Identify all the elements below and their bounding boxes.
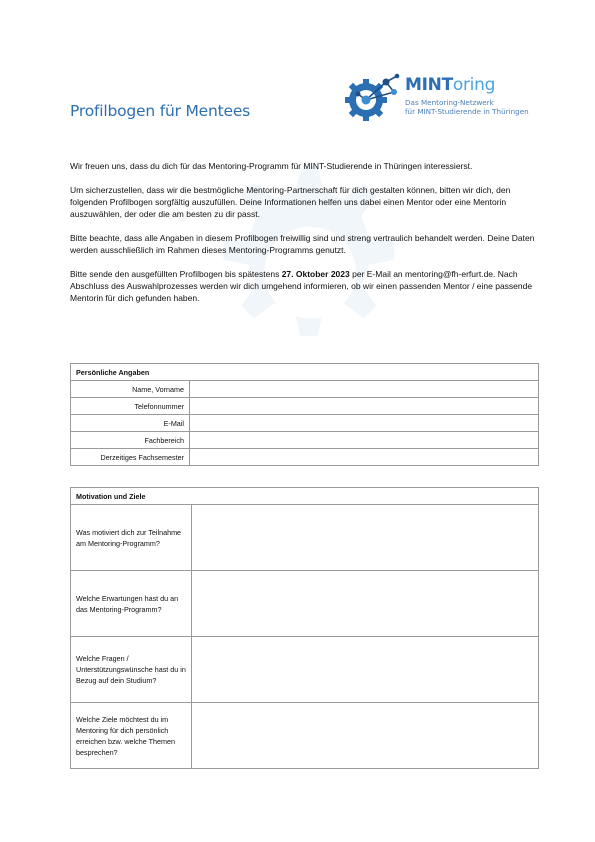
logo-tagline-2: für MINT-Studierende in Thüringen bbox=[405, 107, 529, 116]
questions-answer-field[interactable] bbox=[191, 636, 539, 703]
intro-p4-start: Bitte sende den ausgefüllten Profilbogen… bbox=[70, 269, 282, 279]
logo-name-light: oring bbox=[452, 75, 496, 95]
intro-p4-end: per E-Mail an mentoring@fh-erfurt.de. Na… bbox=[70, 269, 533, 303]
intro-paragraph-2: Um sicherzustellen, dass wir die bestmög… bbox=[70, 185, 511, 219]
table-row: Derzeitiges Fachsemester bbox=[70, 448, 539, 466]
motivation-question-label: Was motiviert dich zur Teilnahme am Ment… bbox=[70, 504, 192, 571]
logo: MINToring Das Mentoring-Netzwerk für MIN… bbox=[342, 70, 542, 128]
motivation-table: Motivation und Ziele Was motiviert dich … bbox=[70, 487, 539, 769]
semester-label: Derzeitiges Fachsemester bbox=[70, 448, 190, 466]
table-row: Name, Vorname bbox=[70, 380, 539, 398]
personal-info-heading: Persönliche Angaben bbox=[70, 363, 539, 381]
intro-paragraph-1: Wir freuen uns, dass du dich für das Men… bbox=[70, 161, 473, 171]
name-label: Name, Vorname bbox=[70, 380, 190, 398]
name-field[interactable] bbox=[189, 380, 539, 398]
table-row: Welche Fragen / Unterstützungswünsche ha… bbox=[70, 636, 539, 703]
questions-question-label: Welche Fragen / Unterstützungswünsche ha… bbox=[70, 636, 192, 703]
table-row: Telefonnummer bbox=[70, 397, 539, 415]
phone-label: Telefonnummer bbox=[70, 397, 190, 415]
table-row: Welche Ziele möchtest du im Mentoring fü… bbox=[70, 702, 539, 769]
table-row: Fachbereich bbox=[70, 431, 539, 449]
logo-name-strong: MINT bbox=[405, 75, 453, 95]
email-label: E-Mail bbox=[70, 414, 190, 432]
table-row: Was motiviert dich zur Teilnahme am Ment… bbox=[70, 504, 539, 571]
motivation-heading: Motivation und Ziele bbox=[70, 487, 539, 505]
intro-paragraph-4: Bitte sende den ausgefüllten Profilbogen… bbox=[70, 268, 540, 304]
watermark-gear-icon bbox=[223, 165, 395, 337]
page-title: Profilbogen für Mentees bbox=[70, 102, 251, 120]
goals-question-label: Welche Ziele möchtest du im Mentoring fü… bbox=[70, 702, 192, 769]
department-field[interactable] bbox=[189, 431, 539, 449]
gear-network-icon bbox=[345, 73, 400, 121]
table-row: Welche Erwartungen hast du an das Mentor… bbox=[70, 570, 539, 637]
goals-answer-field[interactable] bbox=[191, 702, 539, 769]
department-label: Fachbereich bbox=[70, 431, 190, 449]
personal-info-table: Persönliche Angaben Name, Vorname Telefo… bbox=[70, 363, 539, 466]
motivation-answer-field[interactable] bbox=[191, 504, 539, 571]
intro-paragraph-3: Bitte beachte, dass alle Angaben in dies… bbox=[70, 233, 535, 255]
email-field[interactable] bbox=[189, 414, 539, 432]
table-row: E-Mail bbox=[70, 414, 539, 432]
deadline-date: 27. Oktober 2023 bbox=[281, 269, 350, 279]
logo-tagline-1: Das Mentoring-Netzwerk bbox=[405, 98, 494, 107]
logo-name: MINToring bbox=[405, 75, 495, 95]
phone-field[interactable] bbox=[189, 397, 539, 415]
intro-text: Wir freuen uns, dass du dich für das Men… bbox=[70, 160, 540, 316]
expectations-answer-field[interactable] bbox=[191, 570, 539, 637]
expectations-question-label: Welche Erwartungen hast du an das Mentor… bbox=[70, 570, 192, 637]
semester-field[interactable] bbox=[189, 448, 539, 466]
